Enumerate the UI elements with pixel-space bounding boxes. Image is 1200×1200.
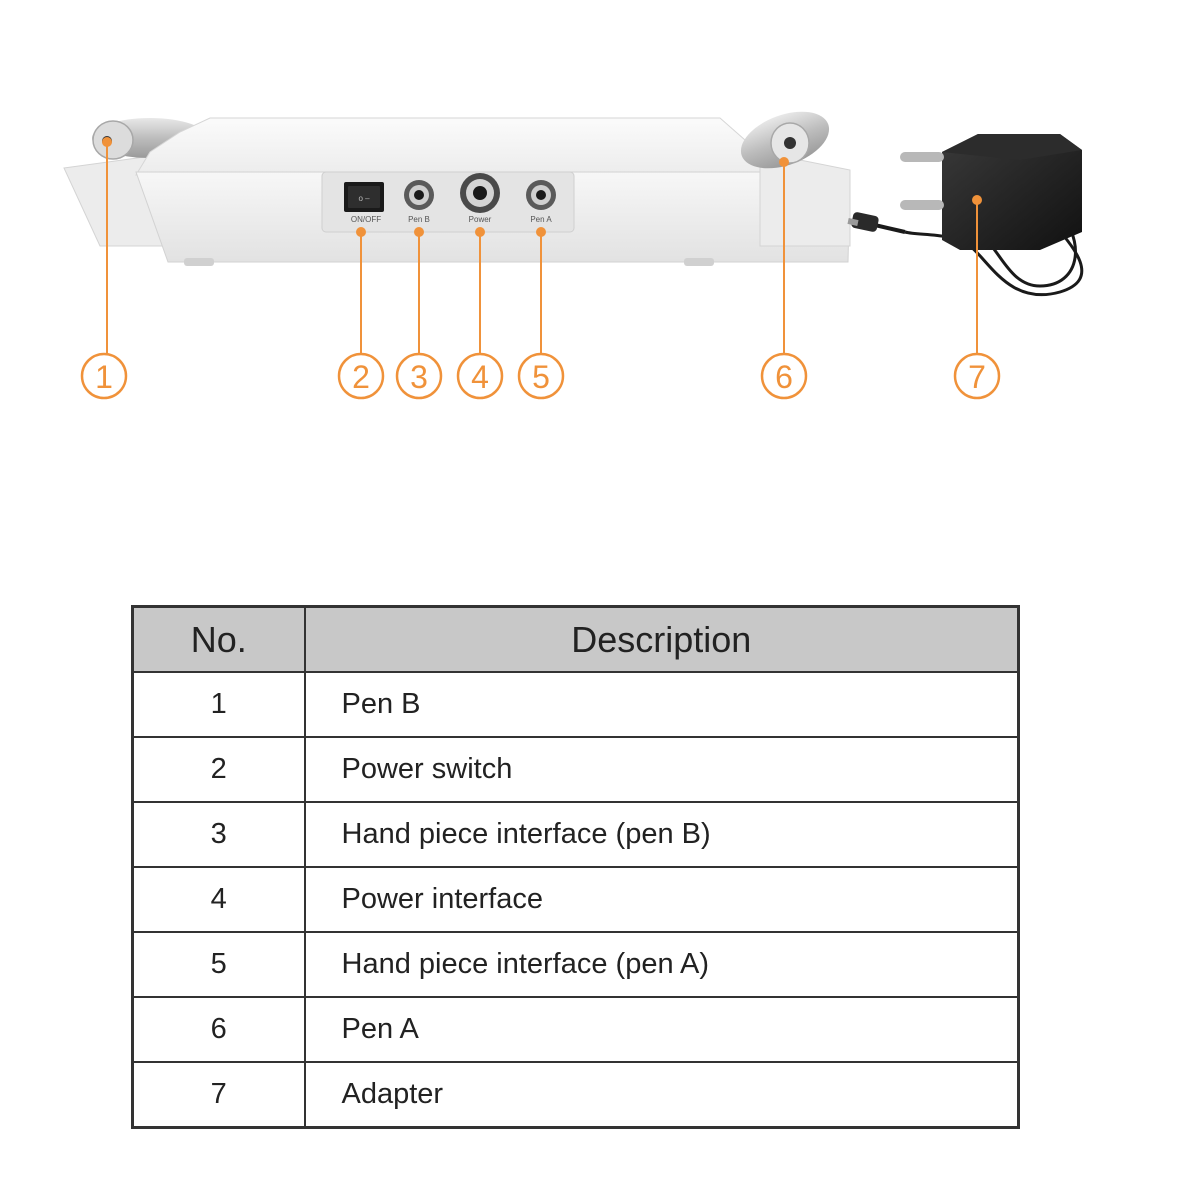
row-number: 4 bbox=[131, 866, 306, 933]
parts-description-table: No. Description 1 Pen B 2 Power switch 3… bbox=[131, 605, 1020, 1129]
leader-dot-5 bbox=[536, 227, 546, 237]
leader-dot-4 bbox=[475, 227, 485, 237]
pen-b-port bbox=[404, 180, 434, 210]
power-switch: o – bbox=[344, 182, 384, 212]
callout-circle-6 bbox=[760, 352, 808, 400]
callout-number-1: 1 bbox=[95, 359, 113, 395]
callout-circle-4 bbox=[456, 352, 504, 400]
header-number: No. bbox=[131, 605, 306, 673]
row-number: 1 bbox=[131, 671, 306, 738]
leader-dot-2 bbox=[356, 227, 366, 237]
pen-a-handpiece bbox=[740, 111, 830, 169]
power-adapter bbox=[847, 134, 1084, 297]
callout-number-6: 6 bbox=[775, 359, 793, 395]
callout-circle-1 bbox=[80, 352, 128, 400]
switch-panel-label: ON/OFF bbox=[351, 215, 381, 224]
callout-circle-5 bbox=[517, 352, 565, 400]
callout-number-3: 3 bbox=[410, 359, 428, 395]
row-description: Power interface bbox=[303, 866, 1020, 933]
connector-panel: o – ON/OFF Pen B Power P bbox=[321, 171, 575, 233]
leader-dot-6 bbox=[779, 157, 789, 167]
row-description: Hand piece interface (pen B) bbox=[303, 801, 1020, 868]
callout-number-7: 7 bbox=[968, 359, 986, 395]
pen-a-port bbox=[526, 180, 556, 210]
callout-circles bbox=[80, 352, 1001, 400]
callout-number-2: 2 bbox=[352, 359, 370, 395]
table-row: 7 Adapter bbox=[131, 1061, 1020, 1129]
power-panel-label: Power bbox=[469, 215, 492, 224]
device-illustration: o – ON/OFF Pen B Power P bbox=[63, 111, 1084, 400]
leader-dot-1 bbox=[102, 137, 112, 147]
pen-b-panel-label: Pen B bbox=[408, 215, 430, 224]
table-row: 2 Power switch bbox=[131, 736, 1020, 803]
row-number: 2 bbox=[131, 736, 306, 803]
callout-number-5: 5 bbox=[532, 359, 550, 395]
row-description: Adapter bbox=[303, 1061, 1020, 1129]
table-row: 1 Pen B bbox=[131, 671, 1020, 738]
table-header-row: No. Description bbox=[131, 605, 1020, 673]
row-number: 5 bbox=[131, 931, 306, 998]
callout-circle-2 bbox=[337, 352, 385, 400]
svg-text:o –: o – bbox=[358, 194, 370, 203]
callout-circle-3 bbox=[395, 352, 443, 400]
right-pen-holder bbox=[759, 151, 851, 247]
table-row: 4 Power interface bbox=[131, 866, 1020, 933]
header-description: Description bbox=[303, 605, 1020, 673]
row-description: Pen B bbox=[303, 671, 1020, 738]
row-description: Power switch bbox=[303, 736, 1020, 803]
row-number: 6 bbox=[131, 996, 306, 1063]
row-description: Pen A bbox=[303, 996, 1020, 1063]
row-description: Hand piece interface (pen A) bbox=[303, 931, 1020, 998]
row-number: 3 bbox=[131, 801, 306, 868]
callout-number-4: 4 bbox=[471, 359, 489, 395]
table-row: 6 Pen A bbox=[131, 996, 1020, 1063]
device-figure: o – ON/OFF Pen B Power P bbox=[0, 0, 1200, 420]
table-row: 5 Hand piece interface (pen A) bbox=[131, 931, 1020, 998]
power-port bbox=[460, 173, 500, 213]
table-row: 3 Hand piece interface (pen B) bbox=[131, 801, 1020, 868]
callout-circle-7 bbox=[953, 352, 1001, 400]
pen-a-panel-label: Pen A bbox=[530, 215, 552, 224]
leader-dot-3 bbox=[414, 227, 424, 237]
callout-leaders bbox=[102, 137, 982, 354]
row-number: 7 bbox=[131, 1061, 306, 1129]
leader-dot-7 bbox=[972, 195, 982, 205]
